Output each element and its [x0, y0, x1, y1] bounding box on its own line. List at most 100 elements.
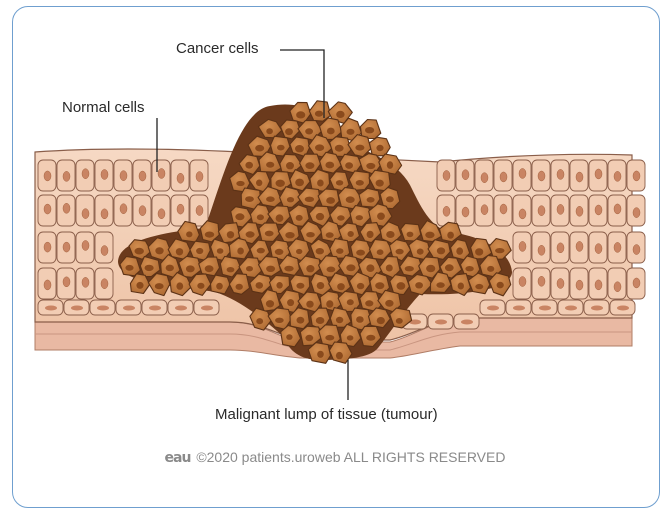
cancer-cell-nucleus — [426, 265, 435, 272]
cancer-cell-nucleus — [235, 213, 244, 220]
cancer-cell-nucleus — [166, 265, 174, 272]
cancer-cell-nucleus — [306, 301, 313, 308]
normal-cell-nucleus — [633, 171, 640, 181]
normal-cell-nucleus — [120, 171, 127, 181]
normal-cell-nucleus — [101, 209, 108, 219]
cancer-cell-nucleus — [437, 247, 445, 254]
cancer-cell-nucleus — [425, 232, 434, 239]
normal-cell-nucleus — [617, 306, 629, 311]
cancer-cell-nucleus — [276, 214, 284, 222]
cancer-cell-nucleus — [296, 111, 305, 118]
cancer-cell-nucleus — [265, 231, 274, 237]
cancer-cell-nucleus — [305, 197, 314, 202]
normal-cell-nucleus — [82, 240, 89, 250]
cancer-cell-nucleus — [397, 282, 406, 290]
cancer-cell-nucleus — [255, 145, 264, 152]
cancer-cell-nucleus — [386, 196, 394, 202]
normal-cell-nucleus — [576, 172, 583, 182]
normal-cell-nucleus — [462, 170, 469, 180]
cancer-cell-nucleus — [336, 352, 343, 359]
cancer-cell-nucleus — [387, 161, 393, 169]
cancer-cell-nucleus — [305, 335, 313, 341]
cancer-cell-nucleus — [386, 231, 394, 238]
cancer-cell-nucleus — [407, 232, 414, 238]
cancer-cell-nucleus — [306, 265, 314, 272]
cancer-cell-nucleus — [316, 248, 324, 254]
cancer-cell-nucleus — [205, 265, 214, 272]
normal-cell-nucleus — [175, 306, 187, 311]
normal-cell-nucleus — [633, 278, 640, 288]
cancer-cell-nucleus — [326, 232, 334, 238]
cancer-cell-nucleus — [458, 283, 464, 290]
cancer-cell-nucleus — [296, 249, 302, 254]
cancer-cell-nucleus — [216, 283, 223, 290]
cancer-cell-nucleus — [475, 248, 483, 255]
cancer-cell-nucleus — [275, 249, 284, 255]
cancer-cell-nucleus — [325, 162, 334, 169]
cancer-cell-nucleus — [285, 128, 293, 135]
cancer-cell-nucleus — [227, 231, 234, 238]
cancer-cell-nucleus — [396, 249, 404, 255]
normal-cell-nucleus — [101, 169, 108, 179]
normal-cell-nucleus — [595, 205, 602, 215]
cancer-cell-nucleus — [327, 128, 335, 135]
normal-cell-nucleus — [557, 204, 564, 214]
cancer-cell-nucleus — [275, 318, 284, 323]
cancer-cell-nucleus — [286, 162, 294, 169]
normal-cell-nucleus — [63, 277, 70, 287]
cancer-cell-nucleus — [366, 335, 375, 341]
cancer-cell-nucleus — [336, 317, 343, 323]
cancer-cell-nucleus — [297, 317, 305, 324]
normal-cell-nucleus — [565, 306, 577, 311]
cancer-cell-nucleus — [475, 284, 483, 289]
cancer-cell-nucleus — [237, 248, 244, 255]
normal-cell-nucleus — [120, 204, 127, 214]
normal-cell-nucleus — [177, 204, 184, 214]
cancer-cell-nucleus — [348, 231, 354, 237]
cancer-cell-nucleus — [245, 162, 253, 169]
normal-cell-nucleus — [461, 320, 473, 325]
normal-cell-nucleus — [519, 277, 526, 287]
normal-cell-nucleus — [45, 306, 57, 311]
cancer-cell-nucleus — [245, 196, 254, 202]
cancer-cell-nucleus — [246, 231, 255, 237]
cancer-cell-nucleus — [327, 267, 336, 273]
cancer-cell-nucleus — [347, 129, 355, 135]
normal-cell-nucleus — [158, 209, 165, 219]
normal-cell-nucleus — [576, 280, 583, 290]
normal-cell-nucleus — [139, 171, 146, 181]
cancer-cell-nucleus — [287, 299, 294, 306]
cancer-cell-nucleus — [337, 283, 345, 290]
cancer-cell-nucleus — [376, 180, 384, 187]
normal-cell-nucleus — [101, 246, 108, 256]
cancer-cell-nucleus — [456, 247, 463, 254]
eau-logo: eau — [165, 450, 191, 466]
normal-cell-nucleus — [82, 277, 89, 287]
cancer-cell-nucleus — [367, 231, 374, 238]
normal-cells-label: Normal cells — [62, 99, 145, 116]
normal-cell-nucleus — [149, 306, 161, 311]
cancer-cell-nucleus — [136, 282, 143, 289]
cancer-cell-nucleus — [205, 232, 214, 238]
cancer-cell-nucleus — [347, 335, 354, 340]
cancer-cell-nucleus — [236, 181, 244, 186]
cancer-cell-nucleus — [367, 197, 375, 203]
normal-cell-nucleus — [63, 171, 70, 181]
cancer-cell-nucleus — [405, 266, 414, 271]
cancer-cell-nucleus — [315, 144, 324, 151]
cancer-cell-nucleus — [356, 316, 364, 323]
cancer-cell-nucleus — [176, 282, 183, 289]
cancer-cell-nucleus — [336, 248, 343, 254]
normal-cell-nucleus — [443, 206, 450, 216]
cancer-cell-nucleus — [347, 299, 354, 305]
cancer-cell-nucleus — [365, 300, 373, 306]
cancer-cell-nucleus — [345, 162, 353, 169]
normal-cell-nucleus — [63, 242, 70, 252]
normal-cell-nucleus — [500, 204, 507, 214]
cancer-cell-nucleus — [317, 351, 324, 358]
normal-cell-nucleus — [487, 306, 499, 311]
cancer-cell-nucleus — [125, 265, 133, 271]
cancer-cell-nucleus — [336, 111, 344, 118]
normal-cell-nucleus — [557, 278, 564, 288]
